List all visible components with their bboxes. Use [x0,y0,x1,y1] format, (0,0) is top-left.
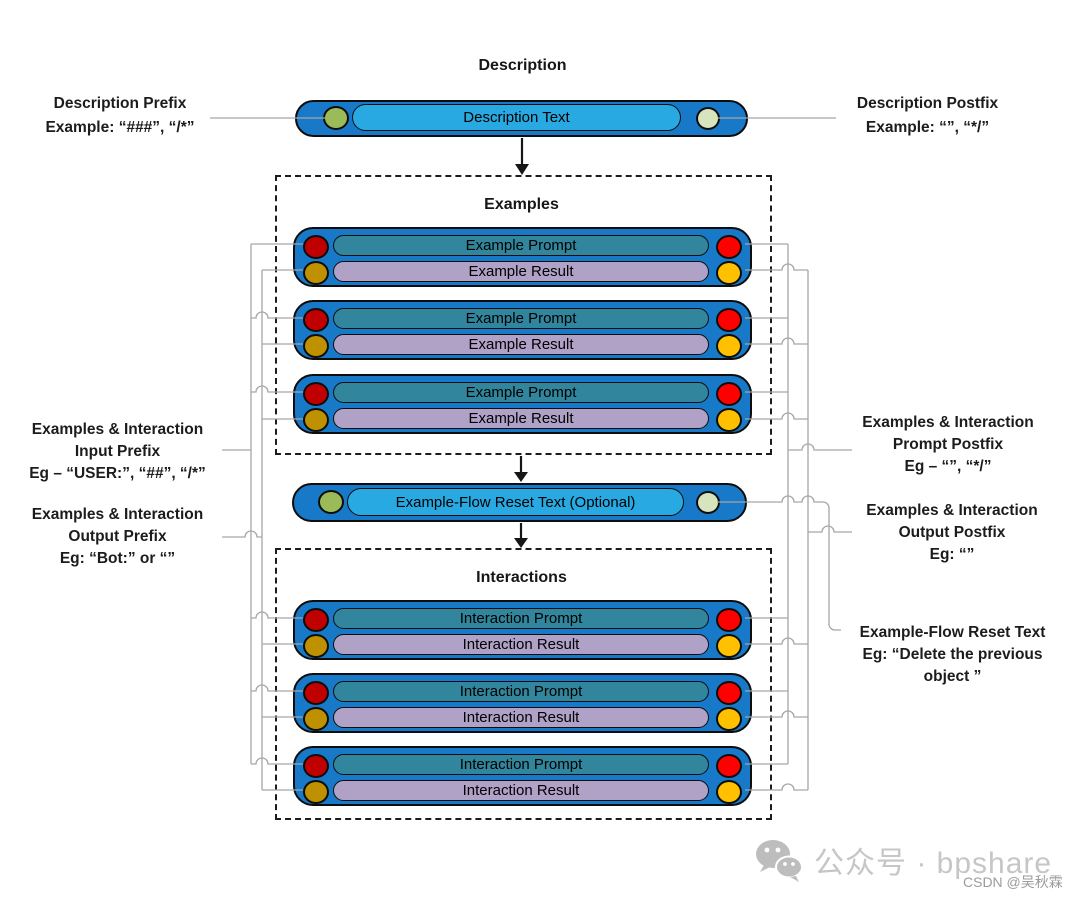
example-group: Example Prompt Example Result [293,374,752,434]
label-line: Example: “###”, “/*” [45,119,195,136]
prompt-postfix-dot [716,681,742,705]
reset-left-dot [318,490,344,514]
label-line: Prompt Postfix [892,436,1004,453]
interaction-prompt-label: Interaction Prompt [459,610,583,627]
interaction-result-pill: Interaction Result [333,707,709,728]
output-postfix-label: Examples & Interaction Output Postfix Eg… [852,500,1052,566]
example-result-pill: Example Result [333,408,709,429]
result-postfix-dot [716,261,742,285]
output-prefix-label: Examples & Interaction Output Prefix Eg:… [15,504,220,570]
reset-note-label: Example-Flow Reset Text Eg: “Delete the … [840,622,1065,688]
example-prompt-pill: Example Prompt [333,308,709,329]
label-line: Eg: “Bot:” or “” [59,550,176,567]
label-line: object ” [923,668,982,685]
interaction-result-pill: Interaction Result [333,780,709,801]
prompt-postfix-dot [716,754,742,778]
watermark: 公众号 · bpshare [752,836,1052,884]
interaction-prompt-pill: Interaction Prompt [333,681,709,702]
description-postfix-dot [696,107,720,130]
interaction-result-pill: Interaction Result [333,634,709,655]
label-line: Output Prefix [68,528,167,545]
example-prompt-pill: Example Prompt [333,382,709,403]
input-prefix-dot [303,681,329,705]
description-postfix-label: Description Postfix Example: “”, “*/” [830,92,1025,140]
interaction-prompt-pill: Interaction Prompt [333,754,709,775]
interactions-box-title: Interactions [476,569,567,586]
output-prefix-dot [303,408,329,432]
example-prompt-label: Example Prompt [465,310,577,327]
result-postfix-dot [716,707,742,731]
prompt-postfix-label: Examples & Interaction Prompt Postfix Eg… [848,412,1048,478]
label-line: Examples & Interaction [862,414,1034,431]
example-result-pill: Example Result [333,334,709,355]
output-prefix-dot [303,707,329,731]
reset-pill: Example-Flow Reset Text (Optional) [292,483,747,522]
label-line: Example-Flow Reset Text [859,624,1046,641]
example-result-label: Example Result [468,263,574,280]
example-group: Example Prompt Example Result [293,227,752,287]
interactions-box [275,548,772,820]
reset-right-dot [696,491,720,514]
description-text-pill: Description Text [352,104,681,131]
output-prefix-dot [303,261,329,285]
input-prefix-dot [303,308,329,332]
label-line: Description Postfix [856,95,999,112]
interaction-prompt-label: Interaction Prompt [459,756,583,773]
prompt-postfix-dot [716,608,742,632]
reset-text-pill: Example-Flow Reset Text (Optional) [347,488,684,516]
reset-text-label: Example-Flow Reset Text (Optional) [395,493,636,511]
output-prefix-dot [303,780,329,804]
label-line: Description Prefix [53,95,187,112]
description-text-label: Description Text [463,109,570,126]
example-result-pill: Example Result [333,261,709,282]
example-prompt-label: Example Prompt [465,384,577,401]
description-prefix-dot [323,106,349,130]
csdn-watermark: CSDN @吴秋霖 [963,874,1063,890]
label-line: Eg: “Delete the previous [862,646,1043,663]
result-postfix-dot [716,634,742,658]
label-line: Input Prefix [74,443,161,460]
input-prefix-dot [303,382,329,406]
interaction-group: Interaction Prompt Interaction Result [293,600,752,660]
result-postfix-dot [716,408,742,432]
description-prefix-label: Description Prefix Example: “###”, “/*” [20,92,220,140]
output-prefix-dot [303,634,329,658]
label-line: Eg: “” [929,546,975,563]
input-prefix-dot [303,235,329,259]
examples-box-title: Examples [484,196,559,213]
result-postfix-dot [716,780,742,804]
example-prompt-label: Example Prompt [465,237,577,254]
label-line: Eg – “”, “*/” [904,458,992,475]
label-line: Examples & Interaction [31,506,204,523]
interaction-prompt-pill: Interaction Prompt [333,608,709,629]
interaction-result-label: Interaction Result [462,782,580,799]
label-line: Eg – “USER:”, “##”, “/*” [29,465,206,482]
output-prefix-dot [303,334,329,358]
input-prefix-dot [303,754,329,778]
prompt-postfix-dot [716,308,742,332]
label-line: Examples & Interaction [866,502,1038,519]
result-postfix-dot [716,334,742,358]
example-result-label: Example Result [468,336,574,353]
wechat-icon [756,840,803,882]
label-line: Output Postfix [898,524,1006,541]
interaction-prompt-label: Interaction Prompt [459,683,583,700]
input-prefix-dot [303,608,329,632]
example-group: Example Prompt Example Result [293,300,752,360]
interaction-group: Interaction Prompt Interaction Result [293,746,752,806]
label-line: Example: “”, “*/” [865,119,990,136]
interaction-result-label: Interaction Result [462,709,580,726]
watermark-text: 公众号 · bpshare [814,847,1053,880]
interaction-group: Interaction Prompt Interaction Result [293,673,752,733]
description-pill: Description Text [295,100,748,137]
label-line: Examples & Interaction [31,421,204,438]
example-prompt-pill: Example Prompt [333,235,709,256]
example-result-label: Example Result [468,410,574,427]
input-prefix-label: Examples & Interaction Input Prefix Eg –… [15,419,220,485]
prompt-postfix-dot [716,382,742,406]
interaction-result-label: Interaction Result [462,636,580,653]
prompt-postfix-dot [716,235,742,259]
description-title: Description [478,57,567,74]
